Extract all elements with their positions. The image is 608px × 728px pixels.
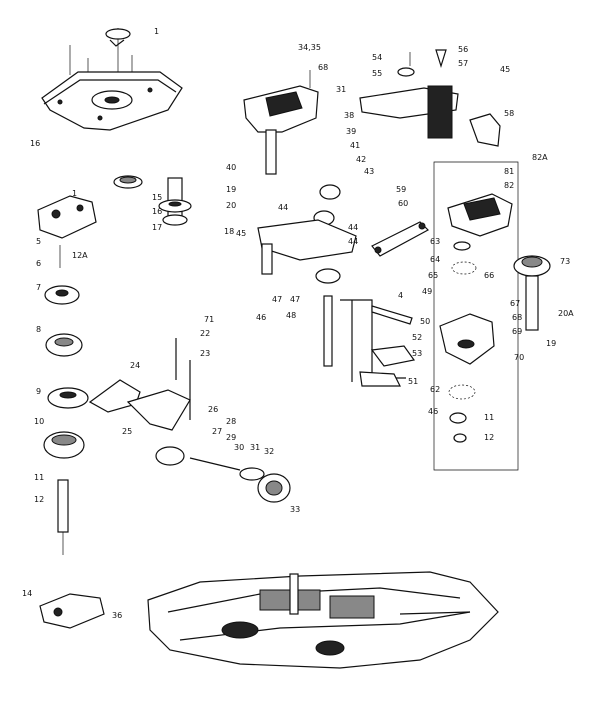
callout-label: 7 — [36, 283, 41, 292]
callout-label: 1 — [72, 189, 77, 198]
callout-label: 19 — [546, 339, 556, 348]
callout-label: 70 — [514, 353, 524, 362]
callout-label: 44 — [348, 237, 358, 246]
callout-label: 17 — [152, 223, 162, 232]
callout-label: 53 — [412, 349, 422, 358]
callout-label: 1 — [154, 27, 159, 36]
callout-label: 81 — [504, 167, 514, 176]
callout-label: 69 — [512, 327, 522, 336]
callout-label: 47 — [272, 295, 282, 304]
callout-label: 8 — [36, 325, 41, 334]
left-gear-stack — [37, 195, 97, 555]
callout-label: 67 — [510, 299, 520, 308]
right-assembly-frame — [433, 161, 551, 471]
callout-label: 45 — [236, 229, 246, 238]
callout-label: 58 — [504, 109, 514, 118]
upper-center-link — [243, 70, 319, 175]
callout-label: 56 — [458, 45, 468, 54]
callout-label: 6 — [36, 259, 41, 268]
callout-labels: 1 1 34,35 68 31 54 56 57 45 55 58 38 39 … — [22, 27, 574, 620]
callout-label: 62 — [430, 385, 440, 394]
callout-label: 16 — [30, 139, 40, 148]
center-roller-stack — [257, 184, 357, 367]
callout-label: 16 — [152, 207, 162, 216]
callout-label: 12 — [484, 433, 494, 442]
callout-label: 14 — [22, 589, 32, 598]
callout-label: 50 — [420, 317, 430, 326]
callout-label: 11 — [484, 413, 494, 422]
callout-label: 63 — [430, 237, 440, 246]
callout-label: 31 — [336, 85, 346, 94]
callout-label: 9 — [36, 387, 41, 396]
callout-label: 48 — [286, 311, 296, 320]
callout-label: 18 — [224, 227, 234, 236]
callout-label: 64 — [430, 255, 440, 264]
callout-label: 23 — [200, 349, 210, 358]
callout-label: 71 — [204, 315, 214, 324]
callout-label: 32 — [264, 447, 274, 456]
callout-label: 24 — [130, 361, 140, 370]
callout-label: 45 — [500, 65, 510, 74]
link-arm — [371, 221, 429, 257]
callout-label: 4 — [398, 291, 403, 300]
callout-label: 40 — [226, 163, 236, 172]
callout-label: 34,35 — [298, 43, 321, 52]
callout-label: 59 — [396, 185, 406, 194]
callout-label: 20 — [226, 201, 236, 210]
callout-label: 12A — [72, 251, 88, 260]
callout-label: 82 — [504, 181, 514, 190]
callout-label: 25 — [122, 427, 132, 436]
callout-label: 5 — [36, 237, 41, 246]
callout-label: 33 — [290, 505, 300, 514]
center-bracket — [340, 299, 416, 387]
callout-label: 31 — [250, 443, 260, 452]
callout-label: 46 — [256, 313, 266, 322]
callout-label: 36 — [112, 611, 122, 620]
callout-label: 52 — [412, 333, 422, 342]
callout-label: 43 — [364, 167, 374, 176]
callout-label: 44 — [278, 203, 288, 212]
callout-label: 82A — [532, 153, 548, 162]
callout-label: 49 — [422, 287, 432, 296]
base-plate-part — [41, 28, 183, 131]
callout-label: 55 — [372, 69, 382, 78]
callout-label: 54 — [372, 53, 382, 62]
callout-label: 57 — [458, 59, 468, 68]
callout-label: 46 — [428, 407, 438, 416]
callout-label: 15 — [152, 193, 162, 202]
callout-label: 65 — [428, 271, 438, 280]
callout-label: 47 — [290, 295, 300, 304]
callout-label: 39 — [346, 127, 356, 136]
callout-label: 60 — [398, 199, 408, 208]
right-top-bracket — [359, 49, 501, 147]
callout-label: 73 — [560, 257, 570, 266]
machine-body — [39, 571, 499, 669]
callout-label: 28 — [226, 417, 236, 426]
callout-label: 11 — [34, 473, 44, 482]
callout-label: 66 — [484, 271, 494, 280]
callout-label: 26 — [208, 405, 218, 414]
small-gear-cluster — [113, 175, 192, 226]
callout-label: 68 — [512, 313, 522, 322]
callout-label: 10 — [34, 417, 44, 426]
callout-label: 29 — [226, 433, 236, 442]
callout-label: 27 — [212, 427, 222, 436]
callout-label: 42 — [356, 155, 366, 164]
callout-label: 19 — [226, 185, 236, 194]
middle-linkage — [88, 338, 291, 503]
callout-label: 12 — [34, 495, 44, 504]
callout-label: 30 — [234, 443, 244, 452]
callout-label: 41 — [350, 141, 360, 150]
callout-label: 22 — [200, 329, 210, 338]
callout-label: 20A — [558, 309, 574, 318]
callout-label: 44 — [348, 223, 358, 232]
callout-label: 38 — [344, 111, 354, 120]
callout-label: 51 — [408, 377, 418, 386]
callout-label: 68 — [318, 63, 328, 72]
